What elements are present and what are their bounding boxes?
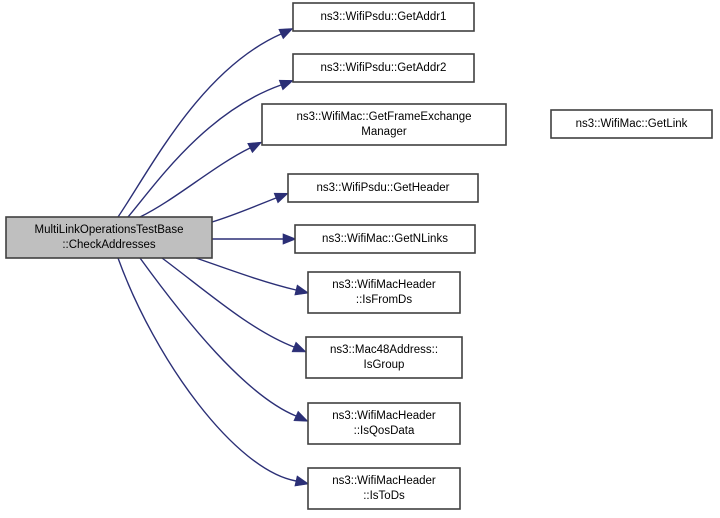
arrowhead-icon [273,192,289,204]
node-box-root [5,216,213,259]
node-box-getaddr2[interactable] [292,53,475,83]
call-edge-root-to-getheader [211,192,289,223]
call-edge-root-to-getfem [139,141,263,218]
graph-node-getheader[interactable]: ns3::WifiPsdu::GetHeader [287,173,479,203]
graph-node-getaddr2[interactable]: ns3::WifiPsdu::GetAddr2 [292,53,475,83]
graph-node-getaddr1[interactable]: ns3::WifiPsdu::GetAddr1 [292,2,475,32]
arrowhead-icon [278,28,294,40]
node-box-getaddr1[interactable] [292,2,475,32]
node-layer: MultiLinkOperationsTestBase::CheckAddres… [5,2,713,510]
call-edge-root-to-getaddr1 [117,28,294,218]
arrowhead-icon [278,79,294,91]
call-edge-root-to-istods [117,257,310,487]
call-edge-root-to-isfromds [195,257,310,296]
node-box-isgroup[interactable] [305,336,463,379]
graph-node-getlink[interactable]: ns3::WifiMac::GetLink [550,109,713,139]
graph-node-isgroup[interactable]: ns3::Mac48Address::IsGroup [305,336,463,379]
node-box-getheader[interactable] [287,173,479,203]
node-label-isqosdata-line1: ::IsQosData [354,425,415,437]
edge-layer [117,28,310,487]
graph-node-isqosdata[interactable]: ns3::WifiMacHeader::IsQosData [307,402,461,445]
node-box-isfromds[interactable] [307,271,461,314]
graph-node-isfromds[interactable]: ns3::WifiMacHeader::IsFromDs [307,271,461,314]
node-label-isqosdata-line0: ns3::WifiMacHeader [332,410,436,422]
call-edge-root-to-isgroup [161,257,307,353]
arrowhead-icon [294,475,310,487]
node-label-isfromds-line1: ::IsFromDs [356,294,412,306]
arrowhead-icon [294,284,310,296]
node-label-istods-line1: ::IsToDs [363,490,405,502]
graph-node-getnlinks[interactable]: ns3::WifiMac::GetNLinks [294,224,476,254]
arrowhead-icon [291,341,307,353]
call-edge-root-to-getaddr2 [127,79,294,218]
arrowhead-icon [282,233,297,245]
node-label-getnlinks-line0: ns3::WifiMac::GetNLinks [322,233,448,245]
node-box-getfem[interactable] [261,103,507,146]
graph-node-root: MultiLinkOperationsTestBase::CheckAddres… [5,216,213,259]
node-box-isqosdata[interactable] [307,402,461,445]
node-label-isgroup-line0: ns3::Mac48Address:: [330,344,438,356]
call-edge-root-to-isqosdata [139,257,309,422]
call-edge-root-to-getnlinks [212,233,297,245]
node-label-getaddr2-line0: ns3::WifiPsdu::GetAddr2 [321,62,447,74]
node-label-getfem-line1: Manager [361,126,407,138]
node-label-getlink-line0: ns3::WifiMac::GetLink [576,118,688,130]
node-box-getlink[interactable] [550,109,713,139]
node-label-isgroup-line1: IsGroup [364,359,405,371]
node-label-getfem-line0: ns3::WifiMac::GetFrameExchange [296,111,471,123]
node-label-root-line1: ::CheckAddresses [62,239,156,251]
node-label-getaddr1-line0: ns3::WifiPsdu::GetAddr1 [321,11,447,23]
arrowhead-icon [293,410,309,422]
node-label-getheader-line0: ns3::WifiPsdu::GetHeader [317,182,450,194]
node-box-getnlinks[interactable] [294,224,476,254]
node-label-isfromds-line0: ns3::WifiMacHeader [332,279,436,291]
node-box-istods[interactable] [307,467,461,510]
graph-node-istods[interactable]: ns3::WifiMacHeader::IsToDs [307,467,461,510]
arrowhead-icon [247,141,263,154]
node-label-istods-line0: ns3::WifiMacHeader [332,475,436,487]
node-label-root-line0: MultiLinkOperationsTestBase [35,224,184,236]
